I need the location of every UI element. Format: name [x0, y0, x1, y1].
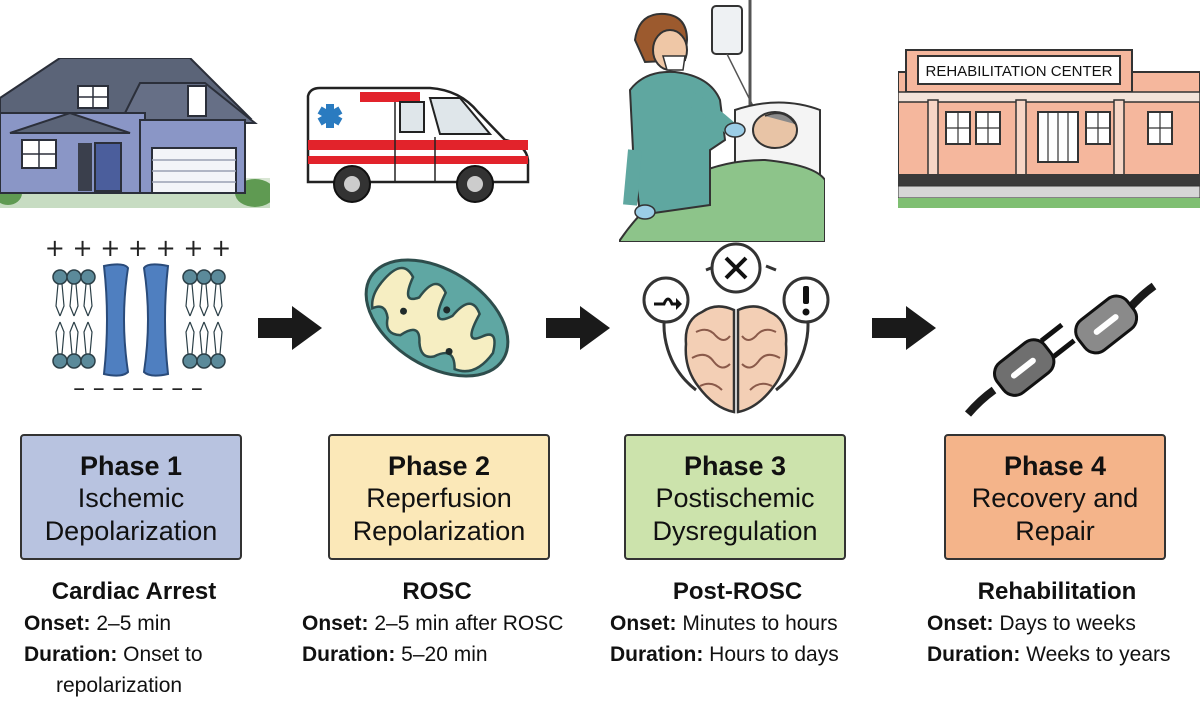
phase-name-line: Repolarization — [352, 516, 526, 546]
arrow-right-icon — [258, 306, 322, 350]
duration-label: Duration: — [24, 643, 118, 666]
duration-value: Weeks to years — [1026, 643, 1171, 666]
onset-value: 2–5 min after ROSC — [374, 612, 564, 635]
arrow-right-icon — [872, 306, 936, 350]
onset-value: Minutes to hours — [682, 612, 838, 635]
phase-title: Phase 4 — [1003, 451, 1107, 481]
onset-label: Onset: — [302, 612, 369, 635]
phase-title: Phase 2 — [387, 451, 491, 481]
duration-label: Duration: — [302, 643, 396, 666]
phase-heading: Rehabilitation — [977, 578, 1137, 605]
rehabilitation-center-icon: REHABILITATION CENTER — [898, 49, 1200, 208]
phase-name-line: Repair — [1015, 516, 1095, 546]
phase-box-2: Phase 2 Reperfusion Repolarization — [328, 434, 550, 560]
ambulance-icon — [306, 86, 530, 203]
phase-2-details: ROSC Onset: 2–5 min after ROSC Duration:… — [302, 576, 592, 670]
duration-value: Hours to days — [709, 643, 839, 666]
onset-row: Onset: 2–5 min after ROSC — [302, 608, 592, 639]
house-icon — [0, 58, 270, 208]
plug-icon — [964, 282, 1157, 417]
onset-value: Days to weeks — [999, 612, 1136, 635]
phase-box-3: Phase 3 Postischemic Dysregulation — [624, 434, 846, 560]
phase-title: Phase 1 — [79, 451, 183, 481]
phase-box-4: Phase 4 Recovery and Repair — [944, 434, 1166, 560]
phase-heading: Cardiac Arrest — [51, 578, 217, 605]
phase-name-line: Depolarization — [44, 516, 218, 546]
phase-1-details: Cardiac Arrest Onset: 2–5 min Duration: … — [24, 576, 264, 701]
duration-value: 5–20 min — [401, 643, 488, 666]
phase-3-details: Post-ROSC Onset: Minutes to hours Durati… — [610, 576, 880, 670]
phase-title: Phase 3 — [683, 451, 787, 481]
onset-row: Onset: 2–5 min — [24, 608, 264, 639]
phase-4-details: Rehabilitation Onset: Days to weeks Dura… — [927, 576, 1197, 670]
onset-label: Onset: — [24, 612, 91, 635]
duration-row: Duration: Weeks to years — [927, 639, 1197, 670]
phase-heading: Post-ROSC — [672, 578, 803, 605]
phase-box-1: Phase 1 Ischemic Depolarization — [20, 434, 242, 560]
phase-name-line: Dysregulation — [652, 516, 818, 546]
duration-value: Onset to — [123, 643, 203, 666]
onset-row: Onset: Minutes to hours — [610, 608, 880, 639]
phase-name-line: Ischemic — [77, 483, 185, 513]
rehab-sign-text: REHABILITATION CENTER — [926, 63, 1113, 80]
arrow-right-icon — [546, 306, 610, 350]
duration-label: Duration: — [927, 643, 1021, 666]
onset-label: Onset: — [927, 612, 994, 635]
membrane-plus-charges: + + + + + + + — [45, 234, 232, 262]
membrane-minus-charges: – – – – – – – — [73, 374, 203, 402]
duration-row: Duration: Onset to — [24, 639, 264, 670]
duration-value-continued: repolarization — [56, 674, 183, 697]
duration-label: Duration: — [610, 643, 704, 666]
membrane-channel-icon: + + + + + + + – – – – – – – — [45, 234, 232, 402]
duration-row: Duration: Hours to days — [610, 639, 880, 670]
onset-row: Onset: Days to weeks — [927, 608, 1197, 639]
onset-value: 2–5 min — [96, 612, 172, 635]
duration-row: Duration: 5–20 min — [302, 639, 592, 670]
onset-label: Onset: — [610, 612, 677, 635]
phase-name-line: Reperfusion — [366, 483, 512, 513]
icu-nurse-icon — [619, 0, 825, 242]
phase-heading: ROSC — [402, 578, 472, 605]
phase-name-line: Postischemic — [655, 483, 815, 513]
mitochondrion-icon — [364, 258, 510, 378]
phase-name-line: Recovery and — [971, 483, 1139, 513]
brain-dysregulation-icon — [642, 242, 830, 414]
